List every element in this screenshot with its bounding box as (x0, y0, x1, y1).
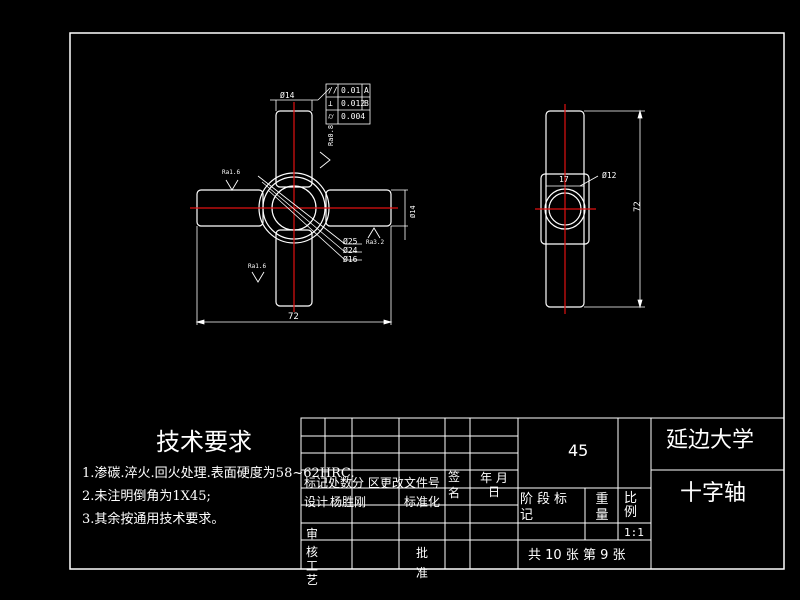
side-centerlines (535, 104, 596, 314)
sheet-info: 共 10 张 第 9 张 (528, 548, 626, 563)
dia-25-label: Ø25 (343, 237, 358, 246)
side-hole-label: Ø12 (602, 171, 617, 180)
overall-width-label: 72 (288, 312, 299, 322)
part-name: 十字轴 (680, 481, 747, 506)
weight-label: 重量 (595, 492, 609, 523)
dim-overall-width (195, 226, 393, 325)
tolerance-row-2-value: 0.012 (341, 99, 366, 108)
process-label: 工艺 (306, 559, 319, 587)
tolerance-row-1-value: 0.01 (341, 86, 361, 95)
tolerance-row-2-symbol: ⊥ (328, 99, 333, 108)
tolerance-row-2-datum: B (364, 99, 369, 108)
roughness-label-c: Ra3.2 (366, 239, 385, 246)
material-label: 45 (568, 441, 589, 460)
roughness-label-b: Ra1.6 (222, 169, 241, 176)
row-headers: 标记处数分 区更改文件号 (304, 476, 440, 490)
front-centerlines (190, 102, 398, 312)
tolerance-row-3-symbol: ⌭ (328, 112, 334, 121)
title-block (300, 417, 785, 570)
date-label: 年 月 日 (480, 471, 508, 499)
sign-label: 签名 (448, 470, 461, 500)
designer-name: 杨胜刚 (330, 495, 367, 509)
scale-label: 比例 (624, 491, 638, 520)
tolerance-row-1-datum: A (364, 86, 369, 95)
approve-label: 批准 (416, 546, 429, 580)
tolerance-row-3-value: 0.004 (341, 112, 366, 121)
stage-label: 阶段标记 (520, 492, 572, 523)
roughness-symbols (225, 151, 381, 283)
tech-req-item-1: 1.渗碳.淬火.回火处理.表面硬度为58~62HRC. (82, 466, 355, 481)
tech-req-title: 技术要求 (156, 428, 252, 456)
side-height-label: 72 (633, 201, 643, 212)
tolerance-frame (325, 83, 371, 125)
side-dimensions (546, 109, 645, 309)
review-label: 审核 (306, 527, 319, 559)
front-top-dia: Ø14 (280, 91, 295, 100)
standard-label: 标准化 (404, 495, 441, 509)
dia-16-label: Ø16 (343, 255, 358, 264)
front-leaders (257, 87, 362, 261)
dia-24-label: Ø24 (343, 246, 358, 255)
side-dim-label: Ø14 (409, 205, 417, 218)
tolerance-row-1-symbol: // (328, 86, 338, 95)
school-name: 延边大学 (666, 428, 755, 453)
dim-right-side (391, 189, 408, 240)
roughness-label-d: Ra1.6 (248, 263, 267, 270)
designer-label: 设计 (304, 495, 329, 509)
roughness-label-a: Ra0.8 (327, 124, 335, 146)
side-width-label: 17 (559, 175, 569, 184)
tech-req-item-2: 2.未注明倒角为1X45; (82, 489, 211, 504)
scale-value: 1:1 (624, 526, 644, 539)
tech-req-item-3: 3.其余按通用技术要求。 (82, 512, 225, 527)
